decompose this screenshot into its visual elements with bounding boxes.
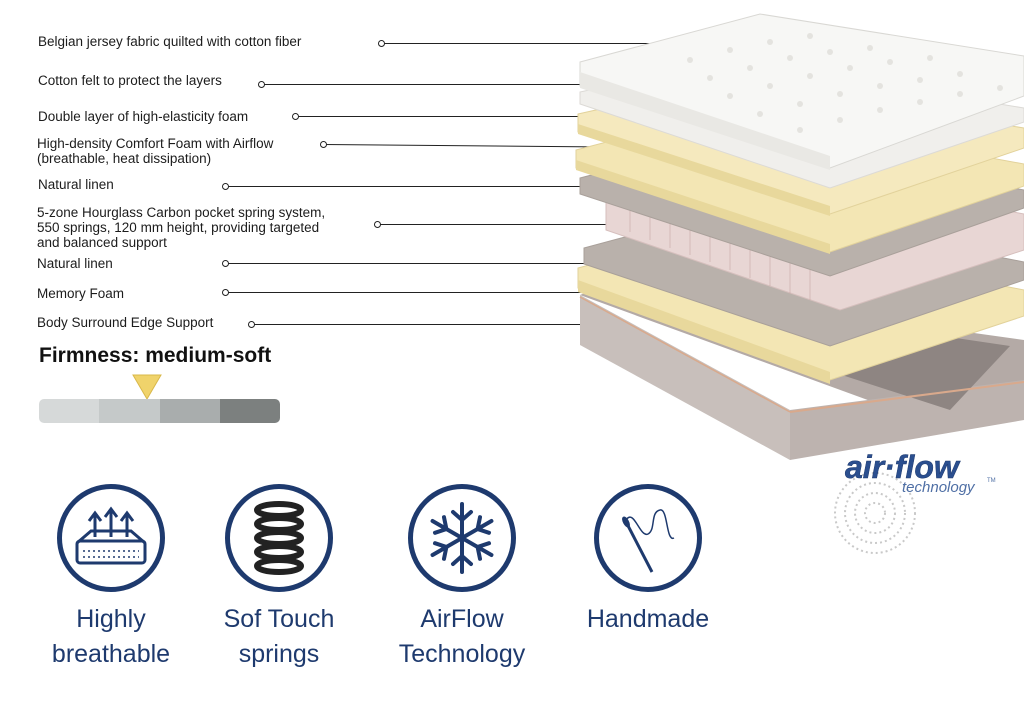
leader-line: [378, 224, 630, 225]
leader-dot: [320, 141, 327, 148]
leader-dot: [248, 321, 255, 328]
spring-icon: [254, 501, 304, 575]
leader-dot: [378, 40, 385, 47]
feature-breathable: Highly breathable: [31, 484, 191, 672]
leader-dot: [292, 113, 299, 120]
feature-caption: Highly breathable: [51, 605, 171, 668]
layer-label-natural-linen-1: Natural linen: [38, 177, 114, 192]
feature-caption: Sof Touch springs: [223, 605, 335, 668]
needle-thread-icon: [622, 509, 675, 573]
leader-line: [226, 292, 630, 293]
layer-label-double-foam: Double layer of high-elasticity foam: [38, 109, 249, 124]
layer-label-comfort-foam: High-density Comfort Foam with Airflow (…: [37, 136, 274, 166]
firmness-scale: [39, 399, 280, 423]
breathable-mattress-icon: [75, 506, 147, 565]
leader-line: [296, 116, 608, 117]
leader-line: [382, 43, 704, 44]
leader-dot: [222, 183, 229, 190]
layer-label-memory-foam: Memory Foam: [37, 286, 125, 301]
firmness-segment: [99, 399, 160, 423]
svg-text:TM: TM: [987, 478, 996, 484]
layer-label-jersey: Belgian jersey fabric quilted with cotto…: [38, 34, 302, 49]
feature-springs: Sof Touch springs: [199, 484, 359, 672]
leader-dot: [222, 260, 229, 267]
base-box-side: [790, 380, 1024, 460]
feature-icon-circle: [408, 484, 516, 592]
leader-dot: [374, 221, 381, 228]
quilt-pattern: [687, 33, 1003, 133]
snowflake-icon: [430, 502, 494, 574]
airflow-dots-graphic: [834, 472, 916, 554]
feature-icon-circle: [57, 484, 165, 592]
layer-label-edge-support: Body Surround Edge Support: [37, 315, 214, 330]
leader-line: [226, 186, 634, 187]
layer-label-pocket-springs: 5-zone Hourglass Carbon pocket spring sy…: [37, 205, 326, 250]
leader-dot: [258, 81, 265, 88]
firmness-marker-shape: [132, 374, 162, 400]
firmness-marker-icon: [132, 374, 162, 400]
leader-line: [262, 84, 610, 85]
firmness-segment: [219, 399, 280, 423]
feature-icon-circle: [225, 484, 333, 592]
feature-airflow: AirFlow Technology: [382, 484, 542, 672]
feature-icon-circle: [594, 484, 702, 592]
layer-label-cotton-felt: Cotton felt to protect the layers: [38, 73, 222, 88]
leader-line: [226, 263, 632, 264]
feature-handmade: Handmade: [568, 484, 728, 637]
layer-label-natural-linen-2: Natural linen: [37, 256, 113, 271]
leader-dot: [222, 289, 229, 296]
feature-caption: AirFlow Technology: [398, 605, 526, 668]
firmness-segment: [39, 399, 100, 423]
feature-caption: Handmade: [586, 605, 710, 633]
firmness-title: Firmness: medium-soft: [39, 344, 272, 367]
leader-line: [252, 324, 618, 325]
mattress-layers-illustration: [575, 13, 1024, 460]
svg-text:air·flow: air·flow: [845, 449, 961, 485]
base-box-front: [580, 295, 790, 460]
airflow-technology-logo: air·flow technology TM: [834, 449, 996, 554]
firmness-segment: [159, 399, 220, 423]
snowflake-arms: [430, 502, 494, 574]
svg-text:technology: technology: [902, 479, 976, 496]
